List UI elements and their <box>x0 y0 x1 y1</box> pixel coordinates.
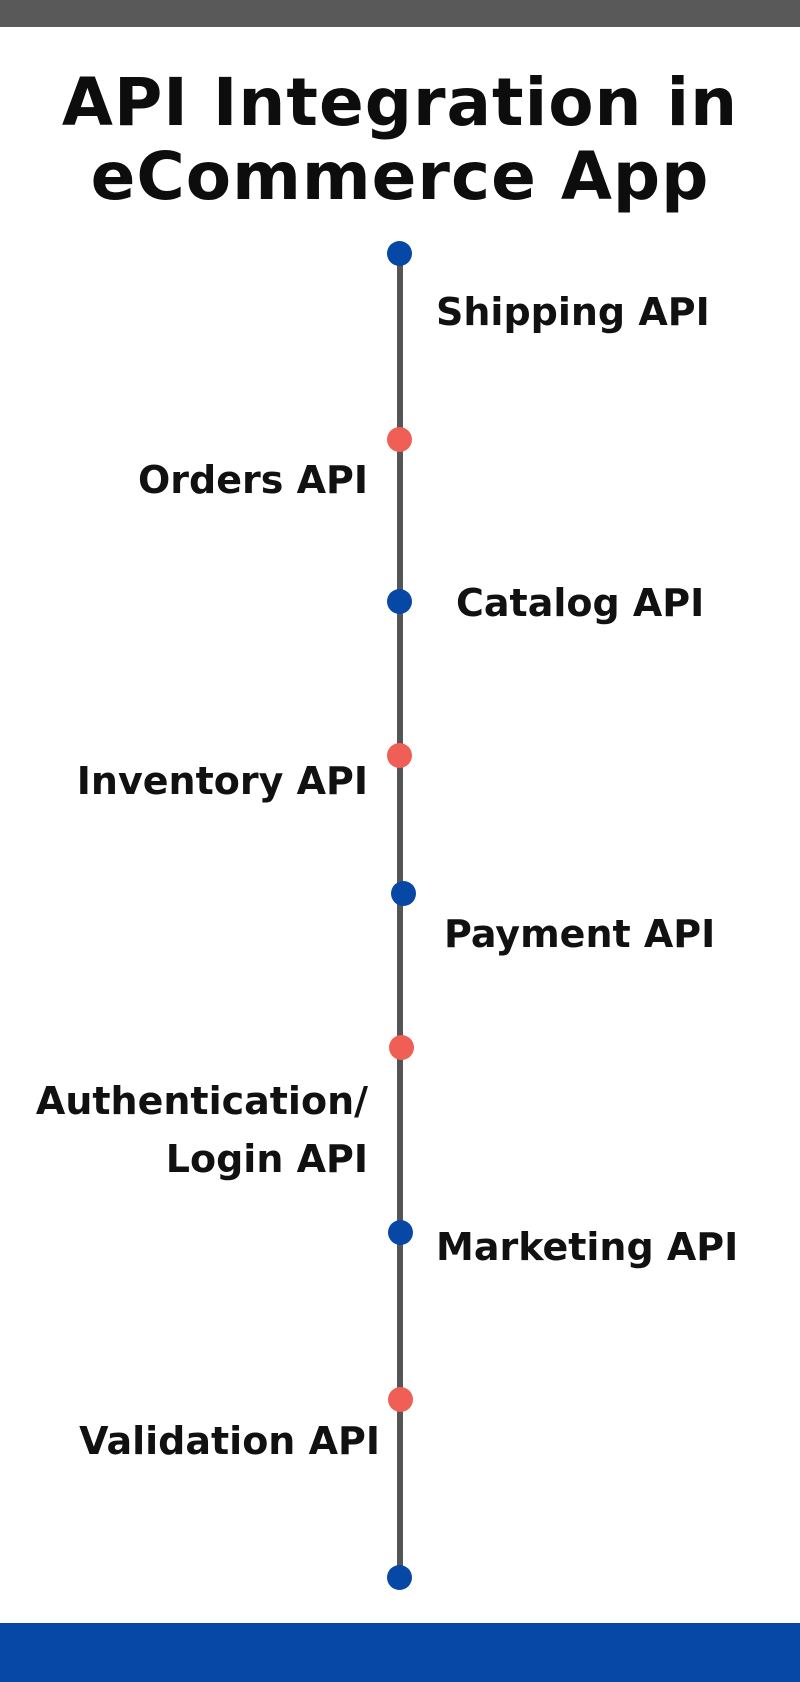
timeline-label-payment: Payment API <box>444 912 716 956</box>
timeline-dot-payment <box>391 881 416 906</box>
timeline-label-marketing: Marketing API <box>436 1225 739 1269</box>
timeline-label-validation: Validation API <box>79 1419 380 1463</box>
bottom-bar <box>0 1623 800 1682</box>
timeline-label-authentication-line-2: Login API <box>165 1137 368 1181</box>
timeline-label-authentication-line-1: Authentication/ <box>35 1079 368 1123</box>
title-line-1: API Integration in <box>61 64 739 141</box>
timeline-dot-authentication <box>389 1035 414 1060</box>
timeline-label-catalog: Catalog API <box>456 581 705 625</box>
timeline-dot-end <box>387 1565 412 1590</box>
timeline-dot-marketing <box>388 1220 413 1245</box>
title-line-2: eCommerce App <box>90 138 710 215</box>
timeline-label-orders: Orders API <box>137 458 368 502</box>
timeline-label-shipping: Shipping API <box>436 290 710 334</box>
timeline-dot-start <box>387 241 412 266</box>
timeline-dot-validation <box>388 1387 413 1412</box>
timeline-dot-orders <box>387 427 412 452</box>
timeline-label-inventory: Inventory API <box>76 759 368 803</box>
timeline-label-authentication: Authentication/ Login API <box>36 1072 368 1188</box>
timeline-dot-inventory <box>387 743 412 768</box>
timeline-dot-catalog <box>387 589 412 614</box>
timeline-spine <box>397 254 403 1578</box>
top-bar <box>0 0 800 27</box>
page-title: API Integration in eCommerce App <box>0 66 800 214</box>
